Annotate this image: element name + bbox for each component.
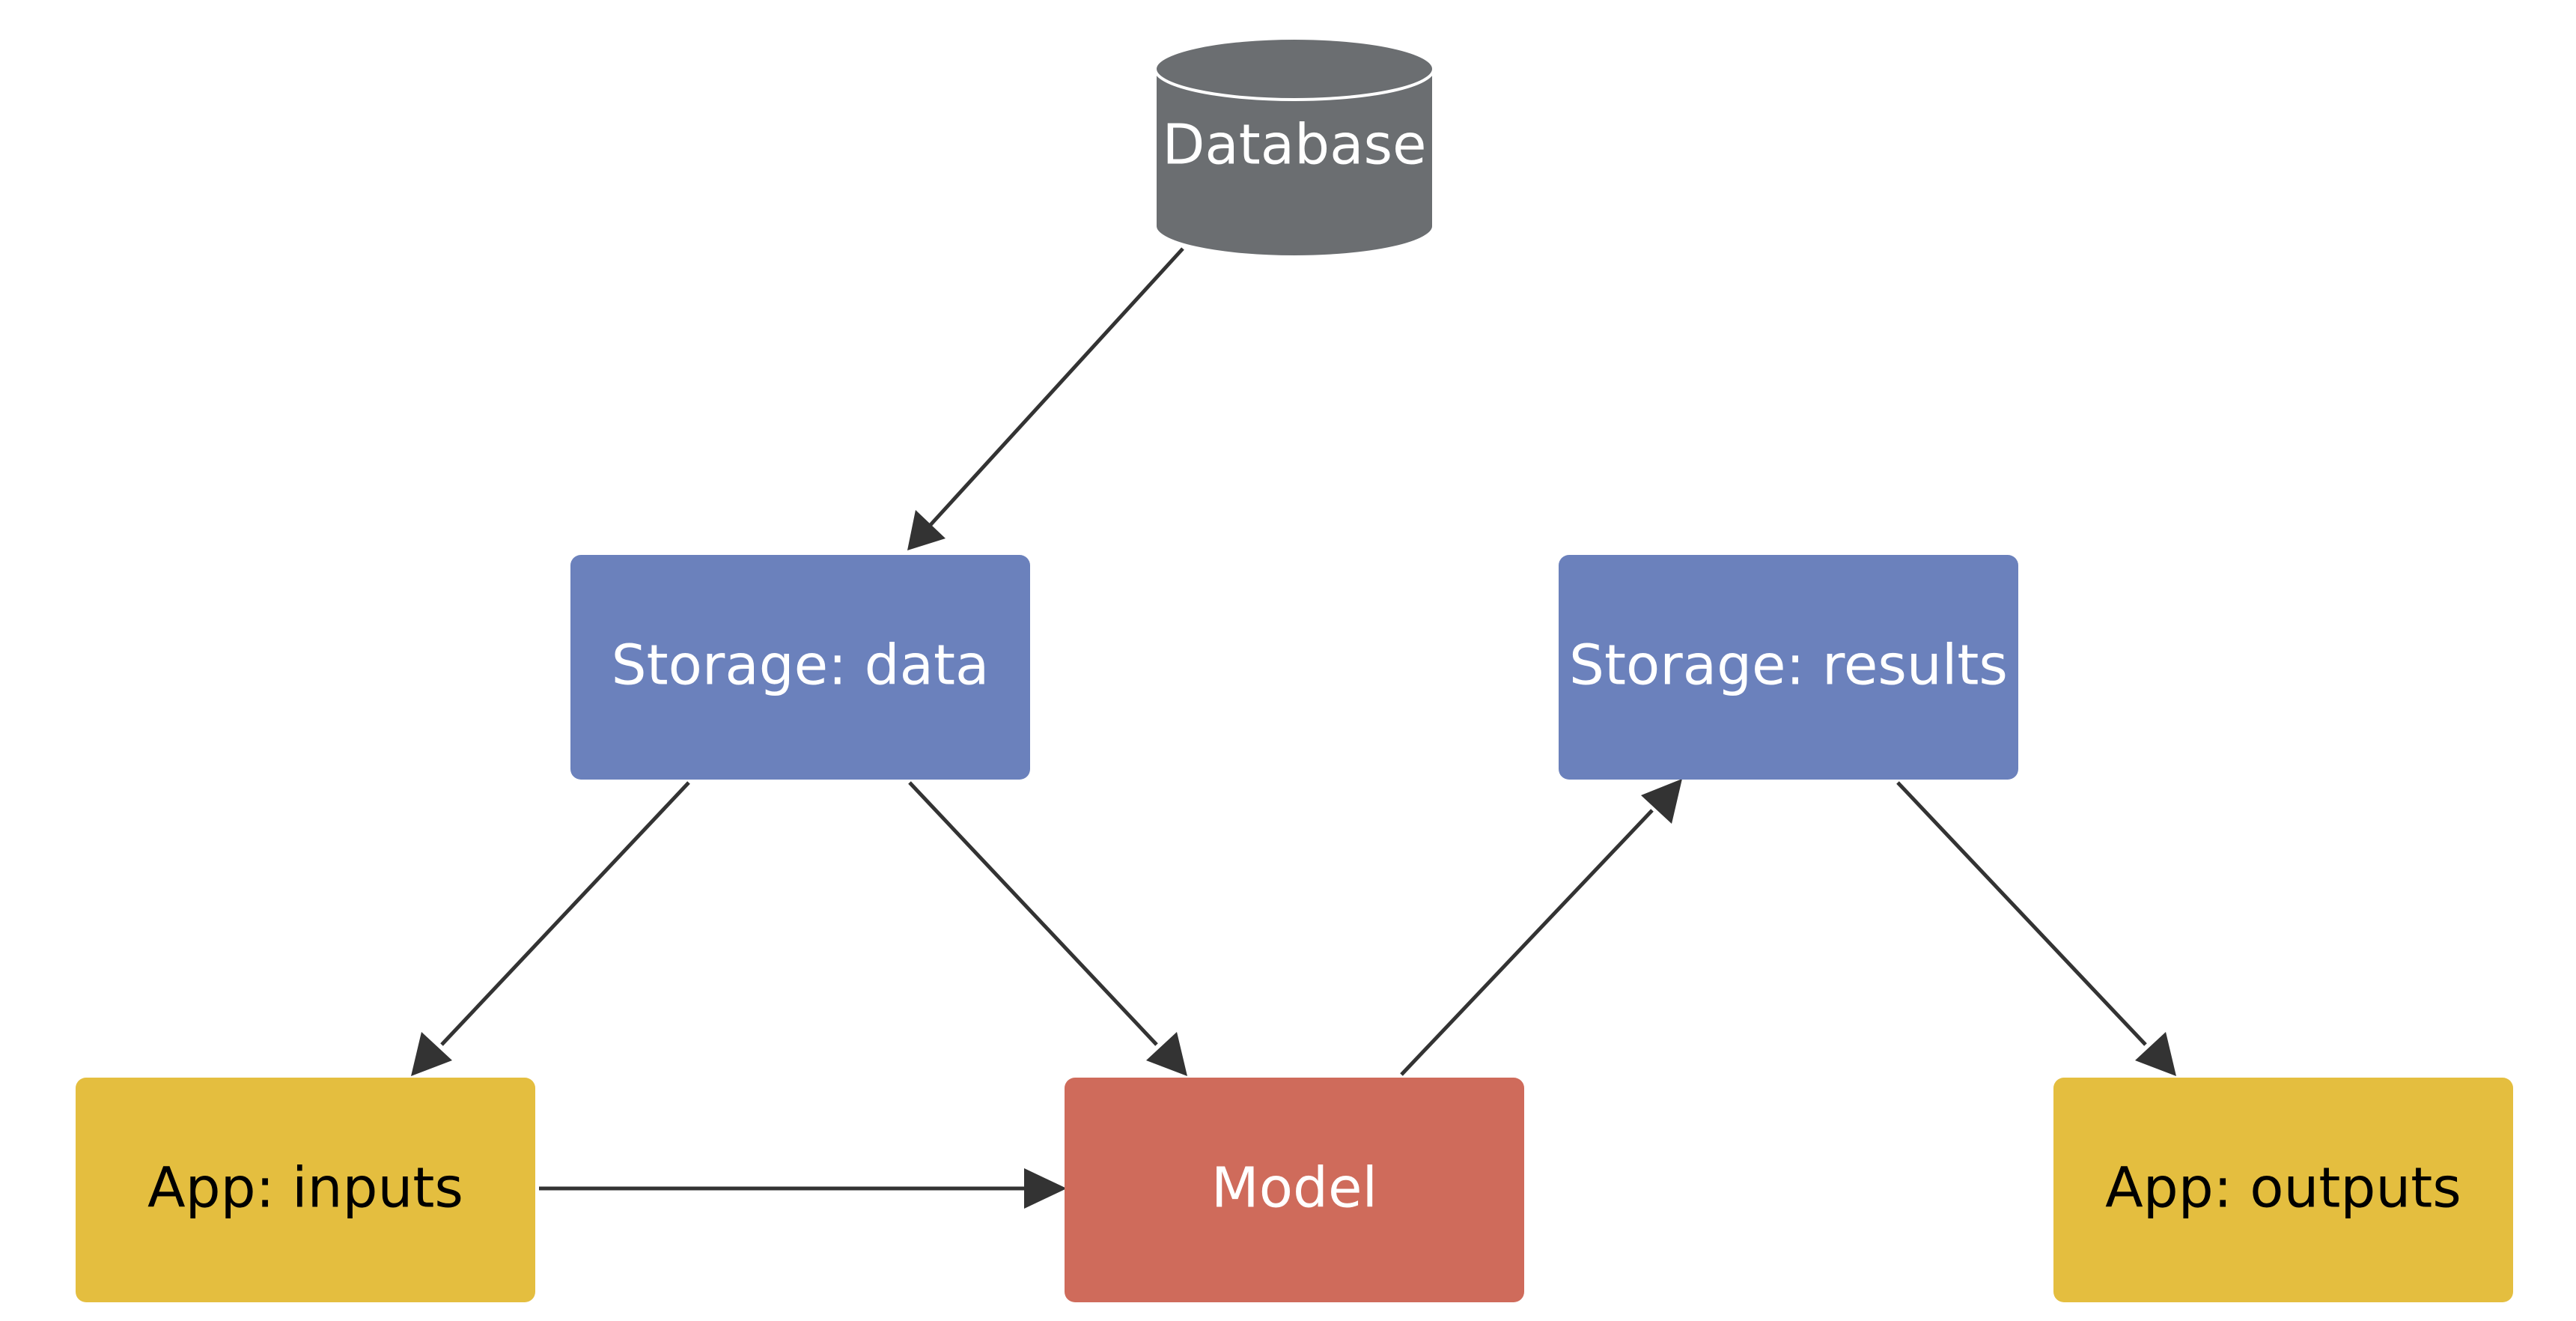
app-outputs-label: App: outputs <box>2105 1156 2461 1221</box>
arrowhead-app-outputs <box>2135 1032 2176 1076</box>
arrowhead-storage-results-head <box>1641 779 1682 824</box>
edge-model-to-storage-results <box>1400 809 1654 1076</box>
arrowhead-model-left <box>1024 1168 1067 1209</box>
arrowhead-storage-data <box>907 510 946 550</box>
app-inputs-box <box>76 1078 535 1302</box>
node-app-inputs[interactable]: App: inputs <box>76 1078 535 1302</box>
node-database[interactable]: Database <box>1154 37 1435 258</box>
node-storage-results[interactable]: Storage: results <box>1559 555 2018 780</box>
database-cylinder-top <box>1154 37 1435 101</box>
app-outputs-box <box>2053 1078 2513 1302</box>
node-storage-data[interactable]: Storage: data <box>570 555 1030 780</box>
arrowhead-model-top <box>1146 1032 1187 1076</box>
model-box <box>1065 1078 1524 1302</box>
edges <box>411 247 2176 1209</box>
model-label: Model <box>1211 1156 1377 1221</box>
edge-storage-data-to-model <box>908 781 1158 1046</box>
app-inputs-label: App: inputs <box>147 1156 463 1221</box>
storage-data-box <box>570 555 1030 780</box>
database-cylinder <box>1154 69 1435 258</box>
storage-results-box <box>1559 555 2018 780</box>
edge-storage-data-to-app-inputs <box>440 781 690 1046</box>
node-app-outputs[interactable]: App: outputs <box>2053 1078 2513 1302</box>
edge-storage-results-to-app-outputs <box>1896 781 2147 1046</box>
arrowhead-app-inputs <box>411 1032 452 1076</box>
node-model[interactable]: Model <box>1065 1078 1524 1302</box>
storage-results-label: Storage: results <box>1569 634 2008 698</box>
database-label: Database <box>1162 113 1426 177</box>
edge-database-to-storage-data <box>928 247 1184 528</box>
storage-data-label: Storage: data <box>612 634 990 698</box>
